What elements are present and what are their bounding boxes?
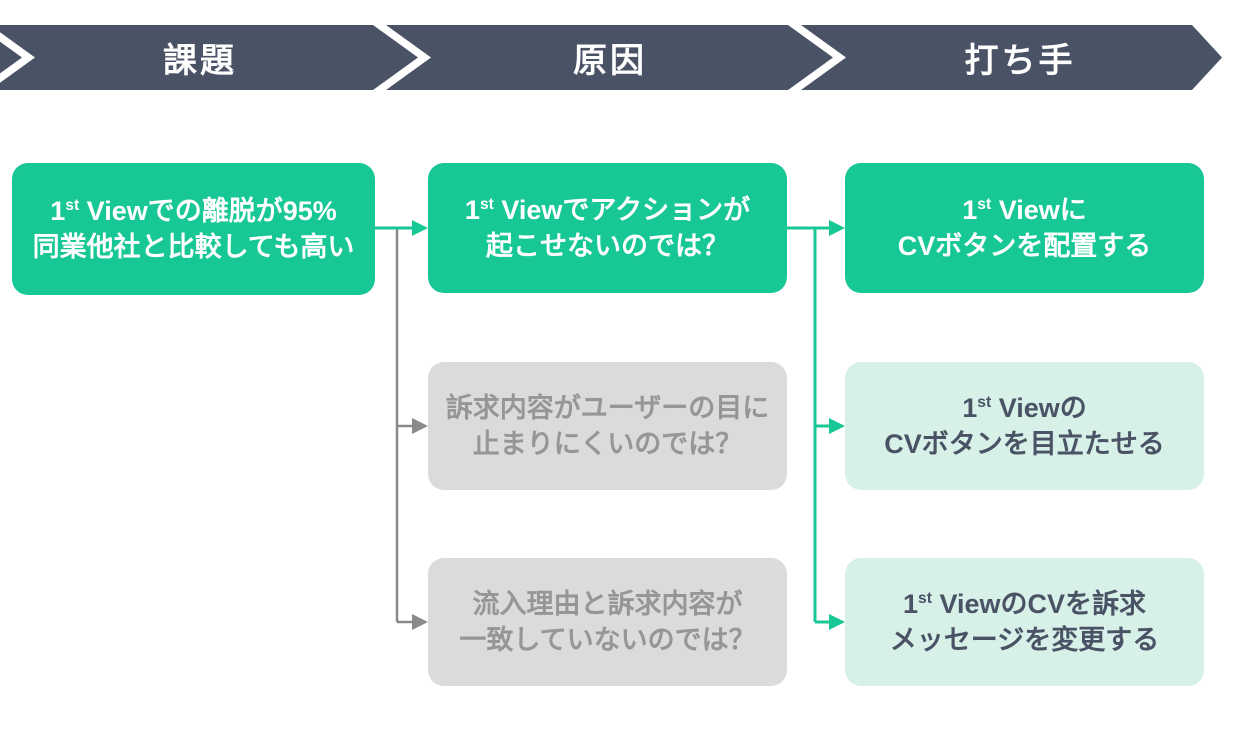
step-label-issue: 課題 (163, 42, 237, 80)
superscript: st (977, 195, 992, 213)
box-text-line1: 訴求内容がユーザーの目に (445, 392, 770, 423)
box-text-line1: 1st Viewに (962, 194, 1087, 225)
box-text-line1: 1st Viewでアクションが (464, 194, 751, 225)
box-text-line2: CVボタンを目立たせる (884, 429, 1165, 459)
header-chevron-band (0, 25, 1222, 90)
arrowhead-icon (829, 418, 845, 434)
chevron-stripe-icon (788, 25, 846, 90)
issue-box: 1st Viewでの離脱が95% 同業他社と比較しても高い (12, 163, 375, 295)
cause-box-1: 1st Viewでアクションが 起こせないのでは？ (428, 163, 787, 293)
arrowhead-icon (412, 614, 428, 630)
chevron-stripe-icon (373, 25, 431, 90)
action-box-1: 1st Viewに CVボタンを配置する (845, 163, 1204, 293)
arrowhead-icon (829, 220, 845, 236)
cause-box-3: 流入理由と訴求内容が 一致していないのでは？ (428, 558, 787, 686)
superscript: st (918, 589, 932, 607)
superscript: st (479, 195, 494, 213)
box-text-line2: CVボタンを配置する (897, 231, 1152, 261)
box-text-line1: 1st ViewのCVを訴求 (902, 588, 1146, 619)
arrowhead-icon (412, 418, 428, 434)
box-text-line1: 1st Viewの (962, 392, 1087, 423)
box-text-line1: 流入理由と訴求内容が (472, 588, 743, 619)
box-text-line2: メッセージを変更する (889, 625, 1160, 655)
chevron-stripe-icon (0, 32, 35, 83)
arrowhead-icon (412, 220, 428, 236)
step-label-action: 打ち手 (964, 42, 1076, 80)
box-text-line2: 同業他社と比較しても高い (32, 232, 355, 262)
action-box-3: 1st ViewのCVを訴求 メッセージを変更する (845, 558, 1204, 686)
box-text-line2: 止まりにくいのでは？ (472, 429, 743, 459)
superscript: st (977, 393, 992, 411)
arrowhead-icon (829, 614, 845, 630)
box-text-line1: 1st Viewでの離脱が95% (50, 195, 337, 226)
cause-box-2: 訴求内容がユーザーの目に 止まりにくいのでは？ (428, 362, 787, 490)
superscript: st (65, 196, 80, 214)
action-box-2: 1st Viewの CVボタンを目立たせる (845, 362, 1204, 490)
box-text-line2: 起こせないのでは？ (486, 231, 729, 261)
box-text-line2: 一致していないのでは？ (459, 625, 756, 655)
step-label-cause: 原因 (573, 42, 647, 80)
